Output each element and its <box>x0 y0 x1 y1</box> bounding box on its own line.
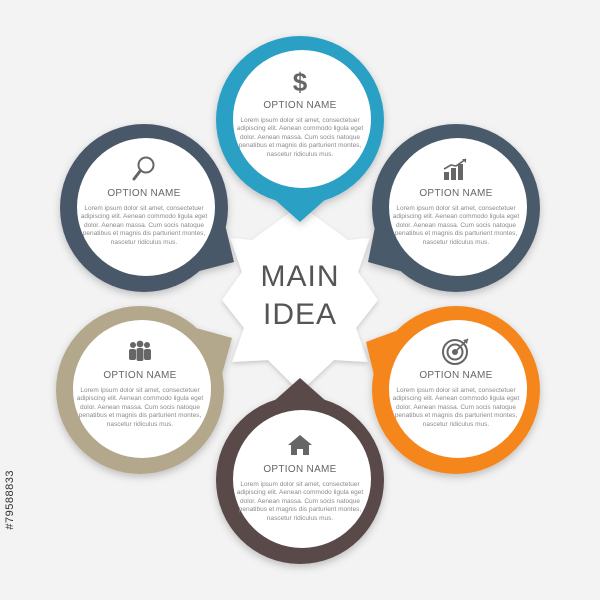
option-ring-upper-left <box>60 124 234 292</box>
option-ring-lower-left <box>56 306 232 474</box>
option-body: Lorem ipsum dolor sit amet, consectetuer… <box>236 117 364 158</box>
center-shape <box>222 205 378 392</box>
option-ring-upper-right <box>368 124 540 292</box>
home-icon <box>230 430 370 460</box>
option-inner-disc <box>73 320 211 458</box>
option-lower-left: OPTION NAME Lorem ipsum dolor sit amet, … <box>70 336 210 429</box>
target-icon <box>386 336 526 366</box>
option-body: Lorem ipsum dolor sit amet, consectetuer… <box>236 481 364 522</box>
option-inner-disc <box>77 138 215 276</box>
stock-id-label: #79588833 <box>4 470 16 530</box>
option-lower-right: OPTION NAME Lorem ipsum dolor sit amet, … <box>386 336 526 429</box>
main-idea-label: MAIN IDEA <box>230 258 370 334</box>
option-body: Lorem ipsum dolor sit amet, consectetuer… <box>76 387 204 428</box>
svg-text:$: $ <box>293 67 308 95</box>
option-ring-top <box>216 36 384 222</box>
option-upper-left: OPTION NAME Lorem ipsum dolor sit amet, … <box>74 154 214 247</box>
option-inner-disc <box>233 410 371 548</box>
option-body: Lorem ipsum dolor sit amet, consectetuer… <box>80 205 208 246</box>
option-inner-disc <box>389 320 527 458</box>
people-icon <box>70 336 210 366</box>
option-top: $ OPTION NAME Lorem ipsum dolor sit amet… <box>230 66 370 159</box>
bar-chart-icon <box>386 154 526 184</box>
option-body: Lorem ipsum dolor sit amet, consectetuer… <box>392 205 520 246</box>
main-idea-line1: MAIN <box>260 260 340 293</box>
option-title: OPTION NAME <box>107 188 181 199</box>
option-title: OPTION NAME <box>263 464 337 475</box>
option-ring-bottom <box>216 378 384 564</box>
option-body: Lorem ipsum dolor sit amet, consectetuer… <box>392 387 520 428</box>
option-inner-disc <box>233 50 371 188</box>
option-title: OPTION NAME <box>263 100 337 111</box>
option-bottom: OPTION NAME Lorem ipsum dolor sit amet, … <box>230 430 370 523</box>
option-inner-disc <box>389 138 527 276</box>
option-title: OPTION NAME <box>419 188 493 199</box>
dollar-icon: $ <box>230 66 370 96</box>
option-ring-lower-right <box>366 306 540 474</box>
option-title: OPTION NAME <box>103 370 177 381</box>
option-title: OPTION NAME <box>419 370 493 381</box>
search-icon <box>74 154 214 184</box>
option-upper-right: OPTION NAME Lorem ipsum dolor sit amet, … <box>386 154 526 247</box>
main-idea-line2: IDEA <box>262 298 338 331</box>
